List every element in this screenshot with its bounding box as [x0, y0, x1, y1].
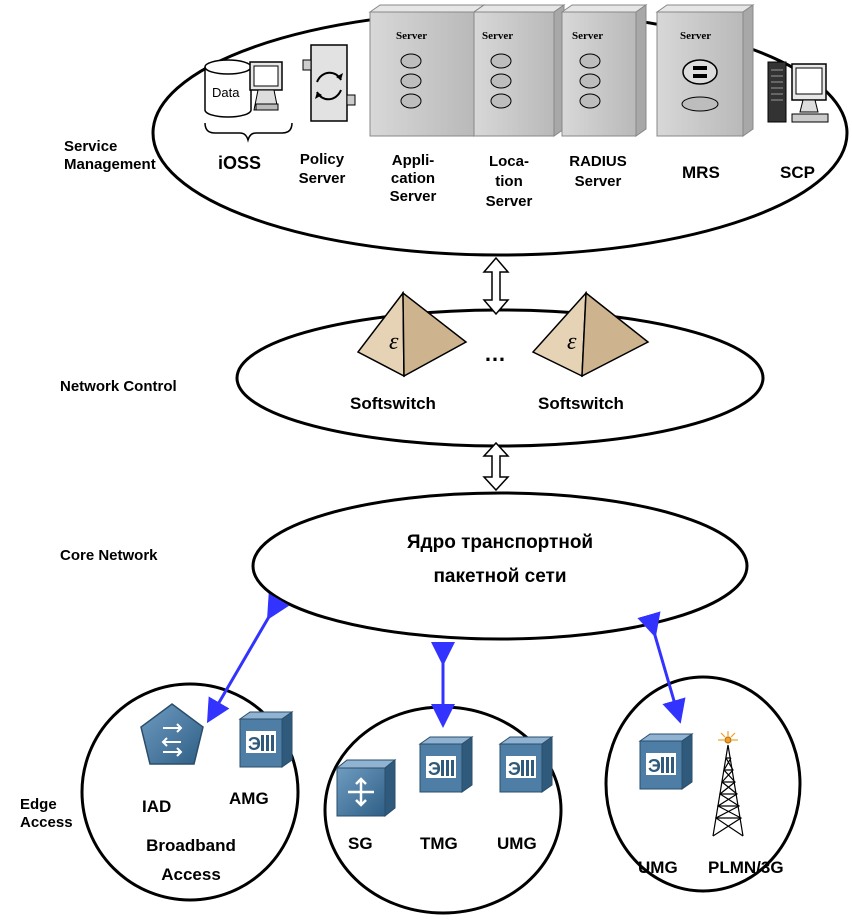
radius-server-label: RADIUS Server [569, 153, 627, 190]
sg-label: SG [348, 834, 373, 853]
location-server-label: Loca- tion Server [485, 153, 533, 210]
svg-text:Э: Э [248, 734, 261, 754]
softswitch-label-1: Softswitch [350, 394, 436, 413]
link-arrow-core-edge1 [206, 593, 290, 724]
sg-signaling-gateway-icon [335, 758, 397, 818]
svg-text:ε: ε [567, 329, 577, 355]
core-network-ellipse [251, 491, 749, 641]
mrs-label: MRS [682, 163, 720, 182]
tmg-label: TMG [420, 834, 458, 853]
application-server-icon [368, 4, 486, 137]
umg-label-2: UMG [638, 858, 678, 877]
layer-label-edge-access: Edge Access [20, 796, 73, 831]
umg-gateway-icon-2: Э [638, 733, 694, 790]
ioss-bracket [204, 122, 293, 143]
link-arrow-core-edge3 [637, 611, 686, 724]
layer-label-service-management: Service Management [64, 138, 156, 173]
svg-text:Э: Э [648, 756, 661, 776]
plmn-antenna-tower-icon [712, 731, 744, 837]
umg-gateway-icon-1: Э [498, 736, 554, 793]
policy-server-label: Policy Server [298, 151, 346, 187]
double-arrow-control-core [482, 441, 510, 492]
amg-label: AMG [229, 789, 269, 808]
softswitch-pyramid-icon-2: ε [531, 290, 650, 378]
edge-access-ellipse-3 [604, 675, 802, 893]
ioss-label: iOSS [218, 153, 262, 173]
workstation-monitor-icon [249, 61, 283, 111]
svg-text:Э: Э [428, 759, 441, 779]
tmg-gateway-icon: Э [418, 736, 474, 793]
network-control-ellipse [235, 308, 765, 448]
layer-label-network-control: Network Control [60, 378, 177, 395]
umg-label-1: UMG [497, 834, 537, 853]
location-server-icon [472, 4, 566, 137]
amg-gateway-icon: Э [238, 711, 294, 768]
iad-label: IAD [142, 797, 172, 816]
server-tag-location: Server [482, 30, 514, 42]
svg-text:ε: ε [389, 329, 399, 355]
data-database-icon [204, 59, 252, 118]
mrs-server-icon [655, 4, 755, 137]
iad-router-icon [140, 703, 204, 765]
svg-text:Э: Э [508, 759, 521, 779]
layer-label-core-network: Core Network [60, 547, 158, 564]
softswitch-ellipsis: … [484, 341, 506, 366]
radius-server-icon [560, 4, 648, 137]
plmn-3g-label: PLMN/3G [708, 858, 784, 877]
server-tag-radius: Server [572, 30, 604, 42]
softswitch-label-2: Softswitch [538, 394, 624, 413]
policy-server-icon [302, 44, 356, 122]
core-network-title: Ядро транспортной пакетной сети [406, 532, 594, 587]
scp-workstation-icon [767, 61, 829, 123]
data-label: Data [212, 85, 240, 100]
broadband-access-label: Broadband Access [146, 836, 236, 884]
scp-label: SCP [780, 163, 815, 182]
application-server-label: Appli- cation Server [389, 152, 437, 205]
server-tag-application: Server [396, 30, 428, 42]
server-tag-mrs: Server [680, 30, 712, 42]
double-arrow-service-control [482, 256, 510, 316]
softswitch-pyramid-icon-1: ε [356, 290, 468, 378]
